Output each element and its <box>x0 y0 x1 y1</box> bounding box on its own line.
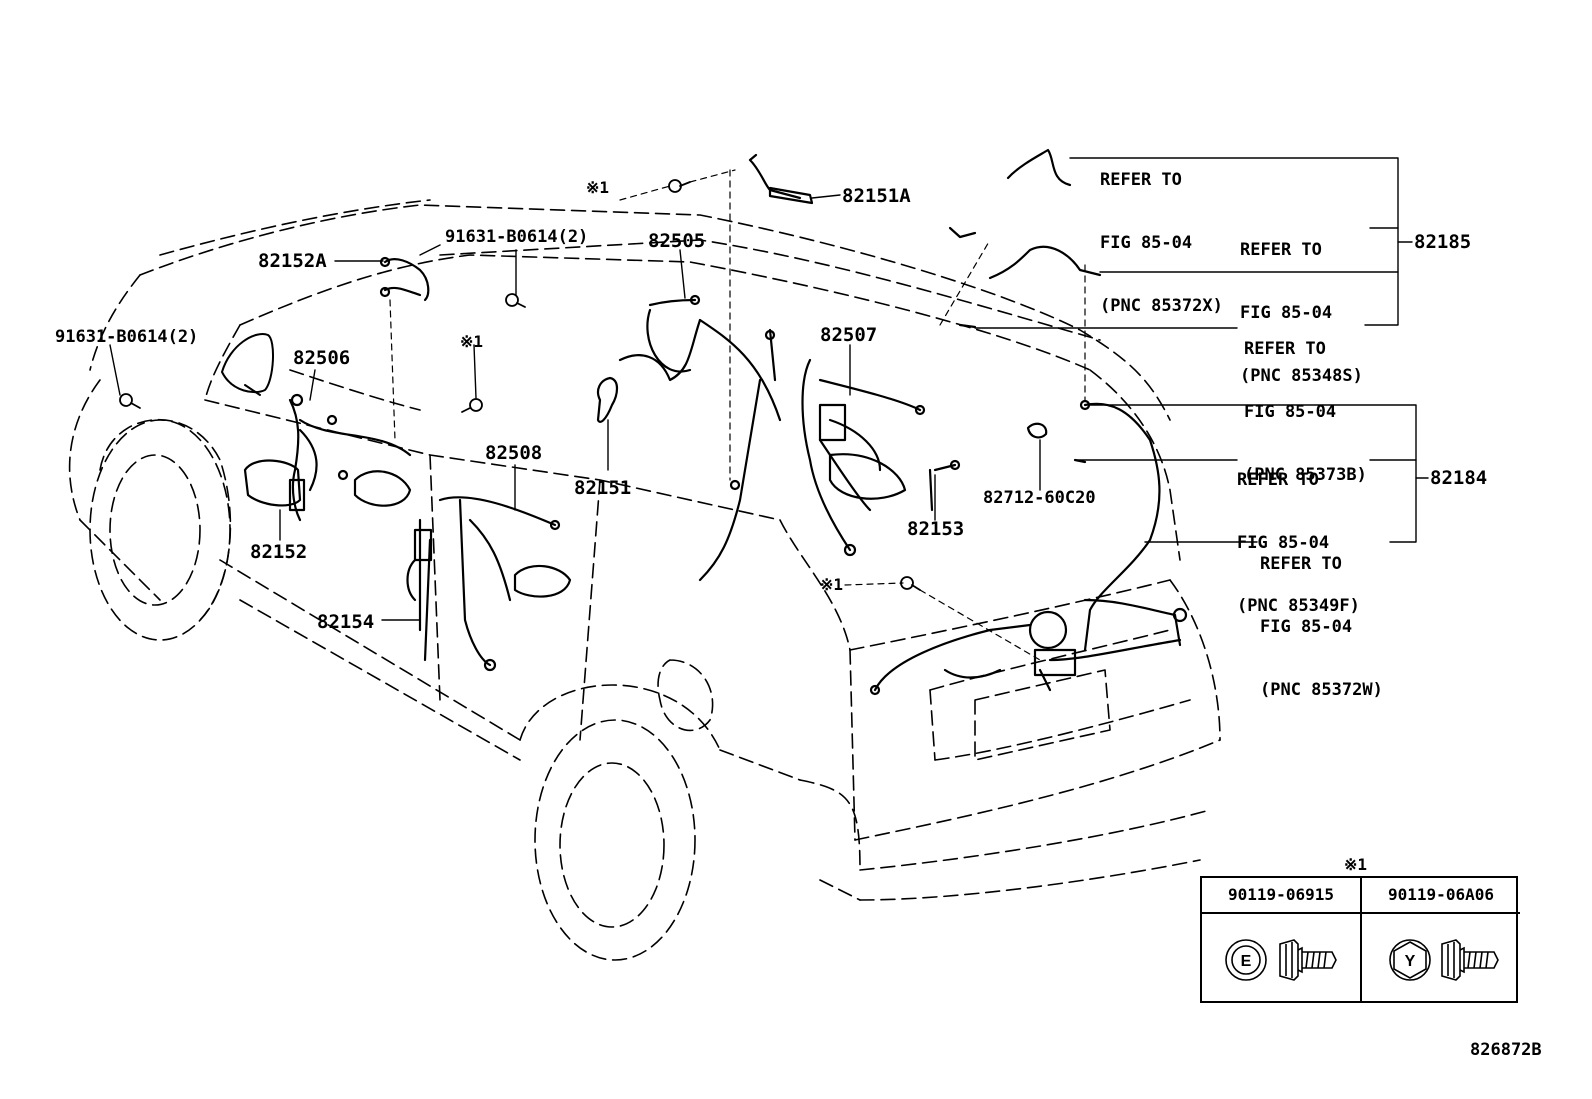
bolt-asterisk-rear <box>900 576 921 591</box>
harness-82154 <box>406 518 432 662</box>
harness-82508 <box>438 496 557 667</box>
legend-column-90119-06A06: 90119-06A06 Y <box>1360 878 1520 1001</box>
harness-82184 <box>1048 402 1182 662</box>
vehicle-body-outline <box>68 199 1221 901</box>
label-82507: 82507 <box>820 324 878 346</box>
harness-82153 <box>928 463 957 512</box>
label-82152: 82152 <box>250 541 308 563</box>
bolt-legend-table: 90119-06915 E 90119-06A06 Y <box>1200 876 1520 1003</box>
label-82153: 82153 <box>907 518 965 540</box>
leader-lines <box>109 157 1429 621</box>
label-82184: 82184 <box>1430 467 1488 489</box>
bolt-91631-left <box>119 393 141 409</box>
harness-82507 <box>801 358 922 552</box>
label-82712: 82712-60C20 <box>983 488 1096 508</box>
label-91631-top: 91631-B0614(2) <box>445 227 589 247</box>
label-82152A: 82152A <box>258 250 327 272</box>
harness-82151 <box>596 376 619 423</box>
label-82151A: 82151A <box>842 185 911 207</box>
bolt-y-head-mark: Y <box>1405 953 1416 970</box>
reference-dashes <box>389 169 1086 661</box>
side-mirror <box>221 333 274 396</box>
label-82151: 82151 <box>574 477 632 499</box>
bolt-top-center <box>668 179 691 193</box>
label-82154: 82154 <box>317 611 375 633</box>
bolt-e-icon: E <box>1225 939 1337 981</box>
asterisk-mark-top: ※1 <box>586 178 610 197</box>
wire-harnesses <box>243 148 1188 696</box>
bolt-asterisk-mid <box>461 398 483 413</box>
label-82506: 82506 <box>293 347 351 369</box>
refer-note-85372X: REFER TO FIG 85-04 (PNC 85372X) <box>1100 170 1223 316</box>
figure-number: 826872B <box>1470 1040 1542 1060</box>
label-82508: 82508 <box>485 442 543 464</box>
bolt-y-icon: Y <box>1389 939 1499 981</box>
harness-82152A <box>383 258 430 302</box>
harness-82506 <box>288 398 412 522</box>
legend-column-90119-06915: 90119-06915 E <box>1202 878 1360 1001</box>
harness-82185-b <box>948 226 977 239</box>
legend-title: ※1 <box>1344 855 1368 874</box>
harness-82185-c <box>988 245 1102 280</box>
label-91631-left: 91631-B0614(2) <box>55 327 199 347</box>
bolt-e-head-mark: E <box>1241 953 1252 970</box>
legend-part-number: 90119-06915 <box>1202 878 1360 914</box>
harness-82185-a <box>1006 148 1072 187</box>
refer-note-85348S: REFER TO FIG 85-04 (PNC 85348S) <box>1240 240 1363 386</box>
part-82712 <box>1026 422 1048 439</box>
label-82185: 82185 <box>1414 231 1472 253</box>
bolt-91631-top <box>505 293 526 308</box>
refer-note-85373B: REFER TO FIG 85-04 (PNC 85373B) <box>1244 339 1367 485</box>
asterisk-mark-mid: ※1 <box>460 332 484 351</box>
legend-part-number: 90119-06A06 <box>1362 878 1520 914</box>
label-82505: 82505 <box>648 230 706 252</box>
refer-note-85372W: REFER TO FIG 85-04 (PNC 85372W) <box>1260 554 1383 700</box>
front-wheel <box>89 419 231 641</box>
refer-note-85349F: REFER TO FIG 85-04 (PNC 85349F) <box>1237 470 1360 616</box>
asterisk-mark-rear: ※1 <box>820 575 844 594</box>
harness-82505 <box>646 298 782 582</box>
rear-wheel <box>534 719 696 961</box>
bolts <box>119 179 921 591</box>
